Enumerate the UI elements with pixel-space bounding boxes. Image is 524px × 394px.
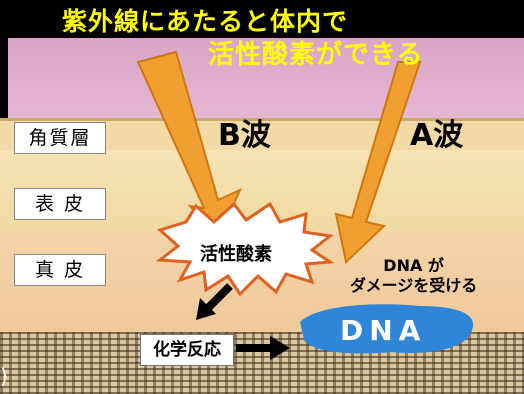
active-oxygen-burst [155,201,335,297]
corner-glyph: ) [0,364,8,388]
dermis-label: 真 皮 [14,254,106,286]
title-line-2: 活性酸素ができる [208,40,424,70]
epidermis-label: 表 皮 [14,188,106,220]
a-wave-label: A波 [410,118,464,153]
dna-label: DNA [340,314,427,347]
burst-label: 活性酸素 [200,244,272,265]
title-line-1: 紫外線にあたると体内で [62,7,349,36]
reaction-arrow-down [196,283,233,320]
dna-damage-line1: DNA が [383,256,444,275]
horny-layer-label: 角質層 [14,122,106,154]
dna-damage-line2: ダメージを受ける [350,276,478,295]
dna-damage-text: DNA が ダメージを受ける [350,256,477,296]
reaction-arrow-right [236,336,290,360]
a-wave-arrow [334,61,422,264]
dna-blob [300,304,474,354]
skin-surface-area [8,38,524,124]
b-wave-label: B波 [218,118,271,153]
reaction-label: 化学反応 [140,334,234,366]
